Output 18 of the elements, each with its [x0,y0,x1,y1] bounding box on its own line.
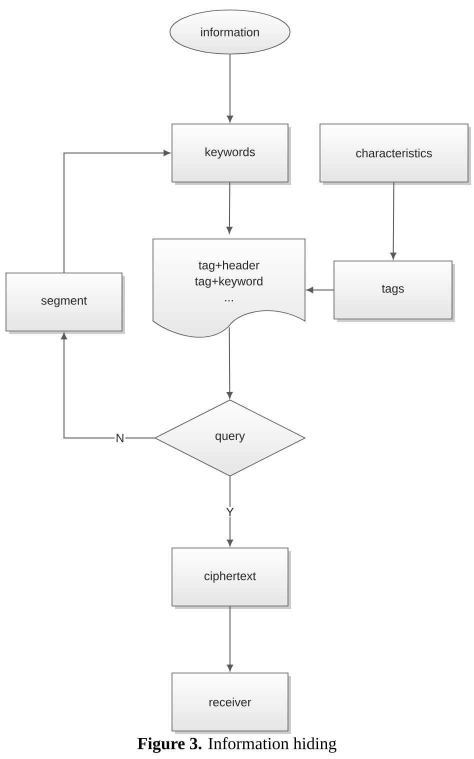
process-box: keywords [172,124,291,185]
edge-label: Y [225,506,235,518]
caption: Figure 3. Information hiding [138,737,336,753]
arrow [390,182,396,260]
process-box: receiver [172,672,291,734]
arrow [226,606,234,672]
arrow [60,332,156,438]
process-box: characteristics [320,124,471,185]
arrow [226,326,233,399]
edge-label: N [114,432,126,444]
arrow [64,150,170,274]
arrow [306,286,334,294]
arrow [226,54,234,122]
process-box: tags [334,260,455,322]
process-box: segment [6,272,125,334]
arrow [226,182,232,234]
arrow [226,476,234,546]
process-box: ciphertext [172,548,291,609]
